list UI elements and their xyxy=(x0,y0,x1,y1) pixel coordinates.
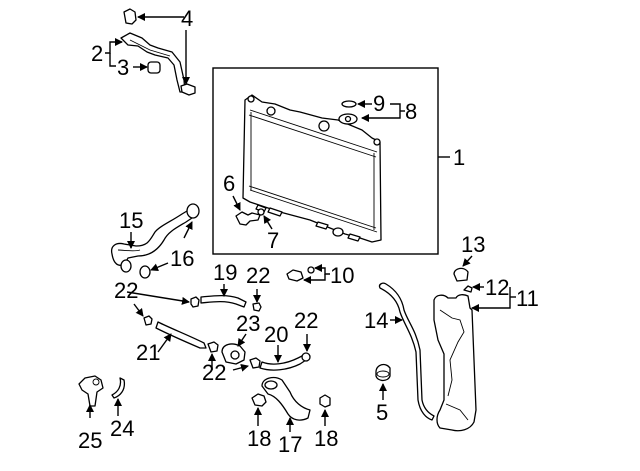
leader-7 xyxy=(263,215,273,230)
radiator-assembly-frame xyxy=(212,67,439,255)
callout-17: 17 xyxy=(278,432,302,457)
clamp-18a[interactable] xyxy=(251,393,267,407)
bracket-bolt[interactable] xyxy=(123,8,137,25)
radiator[interactable] xyxy=(242,94,382,243)
callout-22c: 22 xyxy=(294,308,318,333)
leader-13 xyxy=(462,255,473,267)
clamp-22a[interactable] xyxy=(143,315,153,326)
callout-22a: 22 xyxy=(114,278,138,303)
leader-22b xyxy=(126,291,190,305)
callout-14: 14 xyxy=(364,308,388,333)
leader-10 xyxy=(314,264,330,275)
fitting-10[interactable] xyxy=(286,266,315,282)
callout-16: 16 xyxy=(170,246,194,271)
leader-16b xyxy=(150,262,169,272)
callout-21: 21 xyxy=(136,340,160,365)
callout-9: 9 xyxy=(373,91,385,116)
hose-19[interactable] xyxy=(200,294,247,308)
callout-4: 4 xyxy=(181,6,193,31)
reservoir-tank[interactable] xyxy=(433,294,477,432)
reservoir-clip[interactable] xyxy=(463,285,473,293)
callout-15: 15 xyxy=(119,208,143,233)
callout-3: 3 xyxy=(117,55,129,80)
callout-1: 1 xyxy=(453,145,465,170)
reservoir-cap[interactable] xyxy=(453,267,469,282)
callout-24: 24 xyxy=(110,416,134,441)
callout-18b: 18 xyxy=(314,426,338,451)
lower-radiator-hose[interactable] xyxy=(261,376,311,421)
leader-22e xyxy=(232,363,249,372)
outlet-gasket[interactable] xyxy=(111,377,126,399)
callout-22b: 22 xyxy=(246,263,270,288)
hose-20[interactable] xyxy=(259,354,307,371)
callout-10: 10 xyxy=(330,263,354,288)
leader-6 xyxy=(232,195,241,211)
callout-5: 5 xyxy=(376,400,388,425)
callout-12: 12 xyxy=(485,275,509,300)
callout-25: 25 xyxy=(78,428,102,453)
callout-18a: 18 xyxy=(247,426,271,451)
clamp-22c[interactable] xyxy=(252,302,262,312)
callout-8: 8 xyxy=(405,99,417,124)
leader-22a xyxy=(133,303,144,317)
callout-6: 6 xyxy=(223,171,235,196)
water-outlet[interactable] xyxy=(78,375,104,407)
clamp-22d[interactable] xyxy=(207,341,219,353)
callout-19: 19 xyxy=(213,260,237,285)
hose-21[interactable] xyxy=(155,321,207,349)
leader-11 xyxy=(471,287,511,312)
callout-20: 20 xyxy=(264,322,288,347)
thermostat-housing[interactable] xyxy=(221,343,246,365)
clamp-22b[interactable] xyxy=(190,296,200,308)
bracket-clip[interactable] xyxy=(180,83,196,96)
callout-13: 13 xyxy=(461,232,485,257)
leader-23 xyxy=(237,333,247,347)
mount-cushion[interactable] xyxy=(375,363,391,382)
callout-2: 2 xyxy=(91,41,103,66)
callout-22d: 22 xyxy=(202,360,226,385)
callout-7: 7 xyxy=(267,228,279,253)
hose-clamp-lower[interactable] xyxy=(120,259,132,273)
callout-11: 11 xyxy=(516,286,539,311)
clamp-22e[interactable] xyxy=(249,357,261,369)
bracket-cushion[interactable] xyxy=(147,61,161,74)
drain-plug[interactable] xyxy=(235,208,265,226)
radiator-cap[interactable] xyxy=(338,100,358,125)
leader-2 xyxy=(105,38,123,54)
clamp-18b[interactable] xyxy=(319,394,331,408)
leader-16a xyxy=(183,221,193,239)
callout-23: 23 xyxy=(236,311,260,336)
clamp-22f[interactable] xyxy=(301,352,311,362)
hose-clamp-upper[interactable] xyxy=(186,203,200,219)
leader-21 xyxy=(157,333,172,353)
hose-clamp-16[interactable] xyxy=(139,265,151,279)
